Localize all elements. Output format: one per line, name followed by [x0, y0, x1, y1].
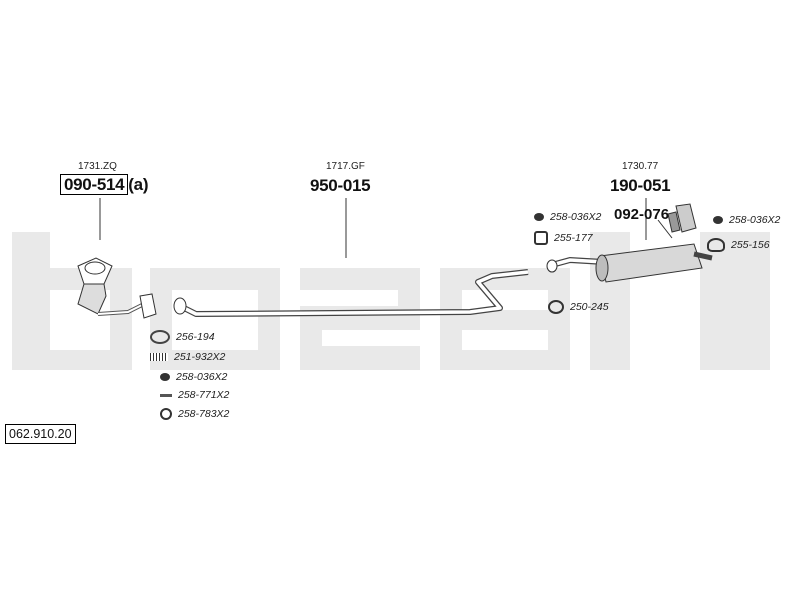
clamp-icon [534, 231, 548, 245]
rear-bracket-drawing [667, 203, 697, 233]
list-item: 258-036X2 [160, 371, 227, 383]
catalyst-oe-ref: 1731.ZQ [78, 161, 117, 172]
list-item: 256-194 [150, 330, 215, 344]
list-item: 255-156 [707, 238, 770, 252]
middle-pipe-drawing [173, 269, 529, 317]
muffler-code: 190-051 [610, 176, 671, 195]
spring-icon [150, 353, 168, 362]
rear-muffler-drawing [546, 243, 713, 283]
part-number-box: 062.910.20 [5, 424, 76, 444]
bolt-icon [160, 393, 172, 397]
muffler-oe-ref: 1730.77 [622, 161, 659, 172]
list-item: 251-932X2 [150, 351, 225, 363]
gasket-ring-icon [150, 330, 170, 344]
list-item: 258-036X2 [534, 211, 601, 223]
list-item: 250-245 [548, 300, 609, 314]
catalyst-drawing [77, 257, 157, 319]
rear-accessory-code: 092-076 [614, 206, 670, 223]
u-clamp-icon [548, 300, 564, 314]
catalyst-code-box: 090-514(a) [60, 174, 149, 195]
middle-pipe-oe-ref: 1717.GF [326, 161, 365, 172]
rubber-mount-icon [160, 373, 170, 382]
hanger-icon [707, 238, 725, 252]
nut-icon [160, 408, 172, 421]
middle-pipe-code: 950-015 [310, 176, 371, 195]
rear-accessory-leader-line [657, 219, 673, 239]
list-item: 258-771X2 [160, 389, 229, 401]
list-item: 258-783X2 [160, 408, 229, 421]
list-item: 255-177 [534, 231, 593, 245]
list-item: 258-036X2 [713, 214, 780, 226]
catalyst-suffix: (a) [128, 175, 149, 194]
catalyst-code: 090-514 [60, 174, 129, 195]
rubber-mount-icon [534, 213, 544, 222]
rubber-mount-icon [713, 216, 723, 225]
